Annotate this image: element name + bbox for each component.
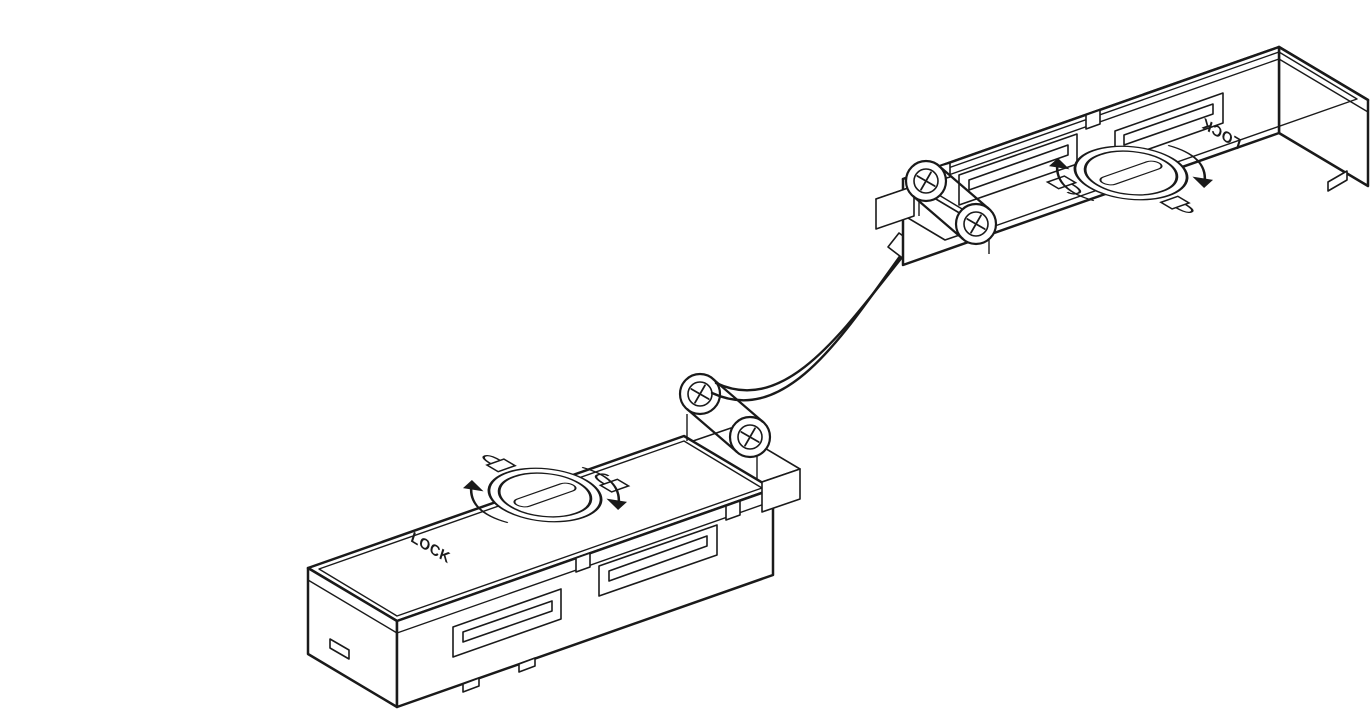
side-vent-slots: [329, 500, 741, 693]
end-slot: [329, 638, 350, 660]
side-vent-slots: [935, 92, 1348, 206]
lid-seam-line: [307, 500, 774, 634]
latch-notch: [1085, 109, 1101, 130]
connecting-cable: [710, 232, 922, 402]
connector-unit-upper: LOCK: [875, 45, 1370, 267]
latch-notch: [725, 500, 741, 521]
cable-strand: [714, 238, 918, 392]
connector-step-front: [761, 468, 801, 513]
foot-tab: [518, 657, 536, 673]
connector-unit-lower: LOCK: [306, 374, 801, 709]
latch-notch: [575, 552, 591, 573]
vent-slot-inner: [968, 144, 1069, 191]
vent-slot-inner: [462, 600, 553, 643]
vent-slot-inner: [608, 535, 708, 582]
lid-seam-line: [902, 58, 1369, 192]
cable-strand: [710, 246, 908, 402]
end-face: [1277, 45, 1370, 188]
vent-slot-inner: [1123, 103, 1214, 146]
end-slot: [1327, 170, 1348, 192]
connector-step-front: [875, 185, 915, 230]
foot-tab: [462, 677, 480, 693]
